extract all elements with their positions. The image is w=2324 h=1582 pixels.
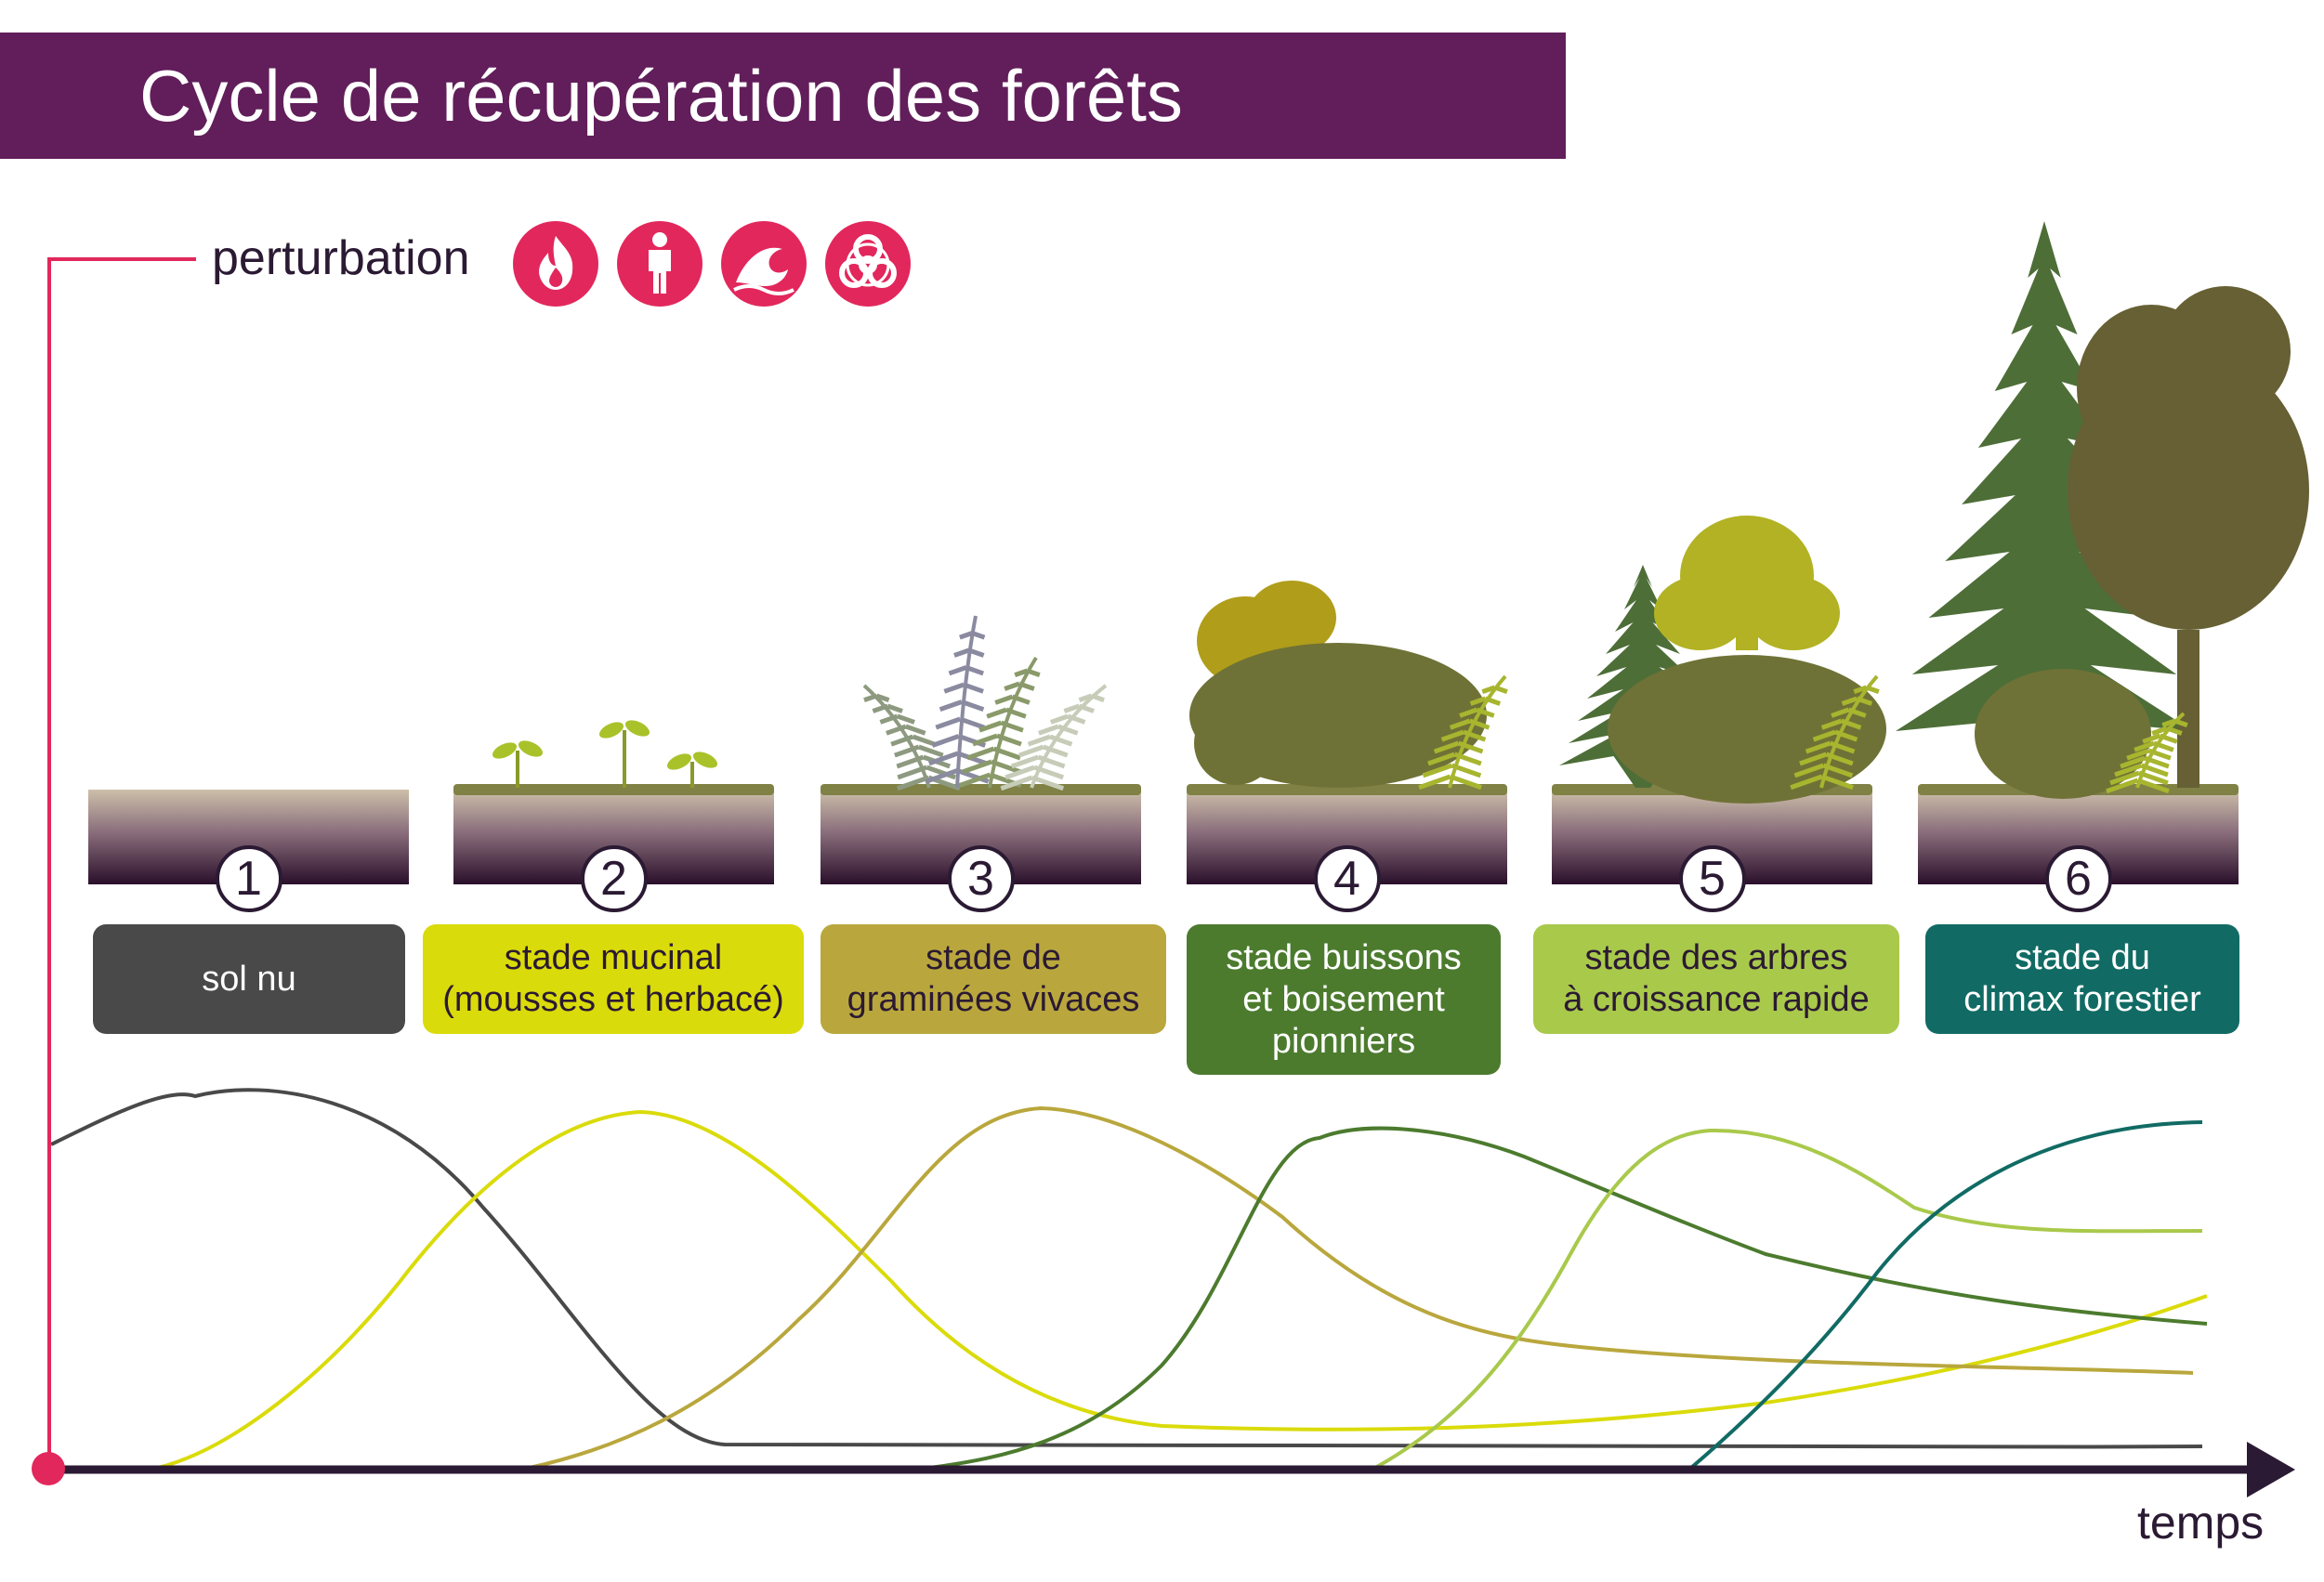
biohazard-icon bbox=[825, 221, 911, 307]
stage-number-6: 6 bbox=[2044, 845, 2112, 912]
axis-arrow-head bbox=[2247, 1442, 2295, 1497]
abundance-curve-5 bbox=[1374, 1128, 2203, 1470]
ground-cover-3 bbox=[821, 784, 1141, 795]
fern-stage6 bbox=[2106, 712, 2188, 794]
ground-cover-2 bbox=[453, 784, 774, 795]
stage-number-4: 4 bbox=[1313, 845, 1381, 912]
stage-number-2: 2 bbox=[580, 845, 648, 912]
time-axis-label: temps bbox=[2137, 1497, 2265, 1549]
page-title: Cycle de récupération des forêts bbox=[139, 55, 1183, 137]
shrub-stage5 bbox=[1608, 655, 1886, 804]
stage-number-3: 3 bbox=[947, 845, 1015, 912]
wave-icon bbox=[721, 221, 807, 307]
abundance-curve-6 bbox=[1689, 1120, 2203, 1470]
abundance-curve-3 bbox=[529, 1105, 2194, 1470]
stage-label-1: sol nu bbox=[93, 924, 405, 1034]
stage-number-5: 5 bbox=[1678, 845, 1746, 912]
tall-conifer bbox=[1896, 221, 2193, 788]
abundance-curve-2 bbox=[157, 1109, 2208, 1470]
title-bar: Cycle de récupération des forêts bbox=[0, 33, 1566, 159]
disturbance-line-top bbox=[47, 257, 196, 261]
flower-stems bbox=[1000, 684, 1108, 791]
seedling-2 bbox=[598, 720, 650, 788]
fern-lavender bbox=[925, 615, 990, 789]
stage-number-1: 1 bbox=[215, 845, 282, 912]
disturbance-marker bbox=[32, 1452, 65, 1485]
stage-label-5: stade des arbres à croissance rapide bbox=[1533, 924, 1899, 1034]
broadleaf-climax-tree bbox=[2068, 286, 2309, 788]
disturbance-line bbox=[47, 257, 51, 1465]
shrub-yellow-2 bbox=[1247, 581, 1336, 655]
stage-label-4: stade buissons et boisement pionniers bbox=[1187, 924, 1501, 1075]
shrub-olive-small bbox=[1194, 701, 1278, 785]
seedling-1 bbox=[492, 740, 544, 788]
stage-label-3: stade de graminées vivaces bbox=[821, 924, 1166, 1034]
human-icon bbox=[617, 221, 702, 307]
disturbance-label: perturbation bbox=[212, 231, 470, 285]
fern-stage5 bbox=[1790, 674, 1880, 791]
stage-label-6: stade du climax forestier bbox=[1925, 924, 2239, 1034]
seedling-3 bbox=[666, 752, 718, 788]
abundance-curve-4 bbox=[928, 1126, 2208, 1470]
shrub-stage6 bbox=[1975, 669, 2151, 799]
time-axis bbox=[48, 1442, 2295, 1497]
fire-icon bbox=[513, 221, 598, 307]
grass-tuft bbox=[958, 656, 1041, 789]
fern-stage4 bbox=[1418, 674, 1508, 791]
tree-yellow-stage5 bbox=[1654, 516, 1840, 650]
stage-label-2: stade mucinal (mousses et herbacé) bbox=[423, 924, 804, 1034]
